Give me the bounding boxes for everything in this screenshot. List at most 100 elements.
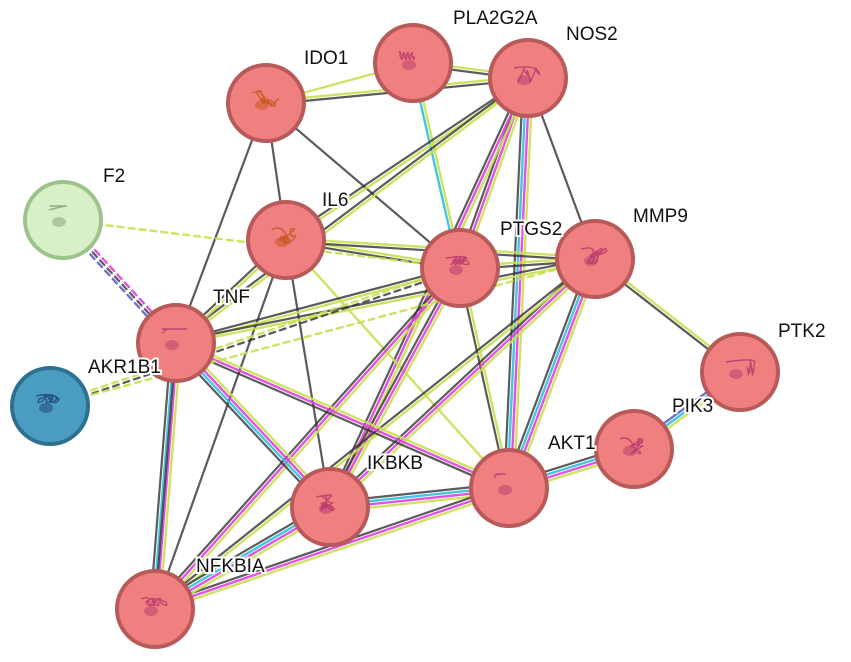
protein-structure-icon [271,227,297,247]
node-label-halo: MMP9 [633,206,688,227]
protein-structure-icon [619,437,644,456]
node-label-halo: IL6 [322,190,348,211]
node-label-tnf: TNF [213,287,250,308]
node-akr1b1[interactable] [10,366,90,446]
node-nos2[interactable] [488,38,568,118]
node-circle[interactable] [594,409,674,489]
node-circle[interactable] [469,448,549,528]
protein-structure-icon [398,50,416,70]
protein-structure-icon [35,393,60,413]
edge-line [174,341,511,490]
edge-akr1b1-mmp9 [48,257,597,408]
structure-blob [517,75,531,85]
node-label-halo: AKT1 [548,433,596,454]
node-circle[interactable] [136,303,216,383]
node-circle[interactable] [115,569,195,649]
edge-il6-nfkbia [153,238,288,611]
edge-line [176,338,512,487]
node-pla2g2a[interactable] [373,23,453,103]
node-label-halo: PTGS2 [500,219,562,240]
node-label-halo: TNF [213,287,250,308]
node-circle[interactable] [488,38,568,118]
node-label-halo: PLA2G2A [453,8,538,29]
node-nfkbia[interactable] [115,569,195,649]
node-label-nos2: NOS2 [566,24,618,45]
edge-line [153,266,462,611]
edge-line [48,265,461,406]
node-ptgs2[interactable] [420,228,500,308]
node-ido1[interactable] [226,63,306,143]
node-il6[interactable] [246,200,326,280]
structure-trace [35,393,60,404]
edge-line [152,341,176,611]
node-pik3[interactable] [594,409,674,489]
edge-line [503,76,525,489]
node-label-pla2g2a: PLA2G2A [453,8,538,29]
edge-line [175,259,597,346]
edge-mmp9-akt1 [503,256,601,491]
edge-line [284,75,529,240]
edge-line [154,259,598,612]
node-f2[interactable] [23,180,103,260]
edge-line [153,486,511,611]
structure-blob [255,100,269,110]
structure-trace [315,494,335,512]
structure-blob [498,485,512,495]
structure-blob [144,606,158,616]
node-circle[interactable] [10,366,90,446]
structure-trace [513,66,541,84]
structure-trace [140,596,168,607]
node-circle[interactable] [23,180,103,260]
structure-trace [48,205,68,211]
node-label-halo: PIK3 [672,396,713,417]
edge-line [506,76,528,490]
structure-blob [165,340,179,350]
node-ikbkb[interactable] [290,467,370,547]
node-circle[interactable] [246,200,326,280]
edge-line [48,257,597,408]
edge-line [153,238,288,611]
node-layer [10,23,780,649]
edge-line [156,268,464,613]
structure-trace [493,473,506,479]
node-label-halo: PTK2 [778,321,826,342]
node-circle[interactable] [700,332,780,412]
edge-nos2-akt1 [503,76,534,490]
edge-line [174,101,268,345]
node-akt1[interactable] [469,448,549,528]
edge-line [151,264,459,608]
protein-structure-icon [161,328,188,350]
protein-structure-icon [493,473,512,495]
structure-trace [725,359,756,376]
node-tnf[interactable] [136,303,216,383]
node-ptk2[interactable] [700,332,780,412]
protein-structure-icon [315,494,335,514]
edge-line [330,260,599,511]
node-circle[interactable] [290,467,370,547]
node-label-il6: IL6 [322,190,348,211]
structure-blob [52,217,66,227]
edge-ido1-tnf [174,101,268,345]
edge-line [503,256,592,488]
node-label-akr1b1: AKR1B1 [88,357,161,378]
edge-line [174,265,461,343]
node-circle[interactable] [420,228,500,308]
edge-line [509,258,598,490]
node-label-halo: IDO1 [304,48,348,69]
node-circle[interactable] [373,23,453,103]
edge-line [506,257,595,489]
node-circle[interactable] [226,63,306,143]
node-label-pik3: PIK3 [672,396,713,417]
structure-trace [251,90,280,108]
node-mmp9[interactable] [555,219,635,299]
node-label-akt1: AKT1 [548,433,596,454]
protein-structure-icon [48,205,68,227]
edge-tnf-nfkbia [153,341,178,611]
node-label-ptk2: PTK2 [778,321,826,342]
structure-trace [580,247,608,265]
label-layer: IDO1IDO1PLA2G2APLA2G2ANOS2NOS2F2F2IL6IL6… [86,6,828,579]
node-circle[interactable] [555,219,635,299]
protein-structure-icon [445,255,470,275]
structure-blob [729,369,743,379]
